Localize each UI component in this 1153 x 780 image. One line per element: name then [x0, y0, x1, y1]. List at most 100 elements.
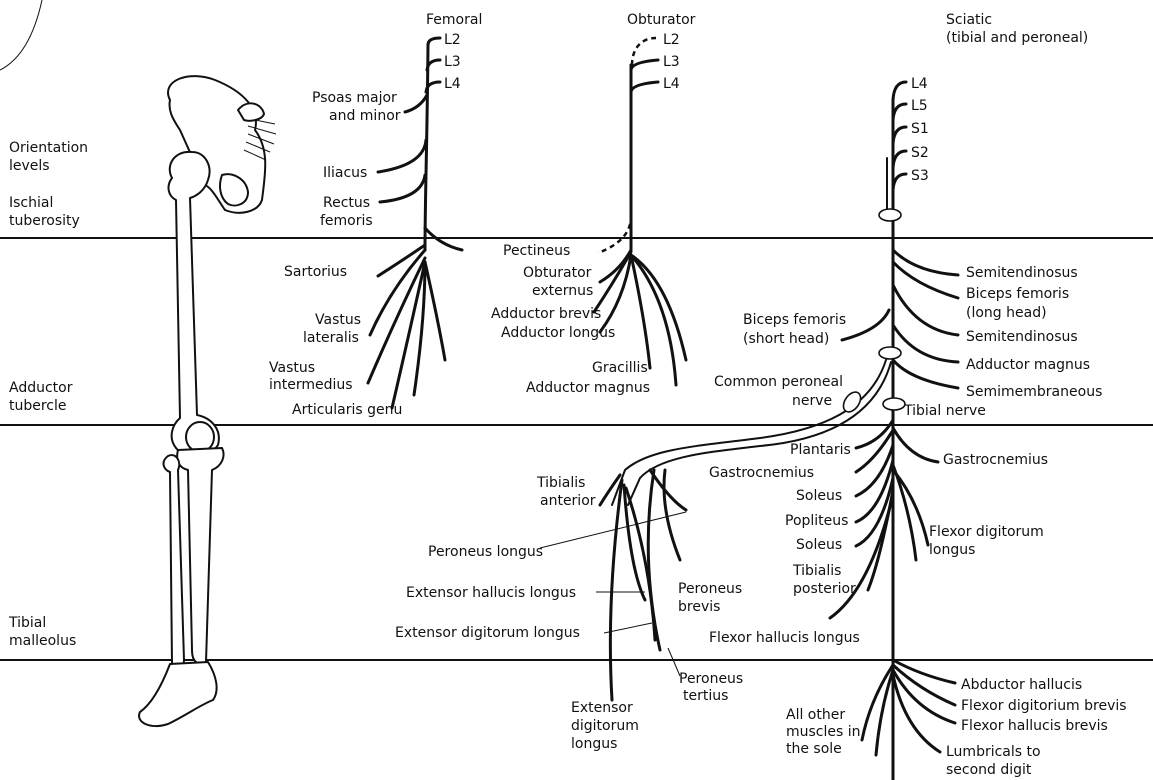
tibial-nerve-label: Tibial nerve [903, 403, 986, 419]
per-brevis-label-2: brevis [678, 599, 720, 615]
obturator-root-l4 [631, 82, 658, 92]
femoral-root-l4-label: L4 [444, 76, 461, 92]
label-ischial-2: tuberosity [9, 213, 80, 229]
tib-post-label-2: posterior [793, 581, 856, 597]
vastus-int-label-2: intermedius [269, 377, 353, 393]
pectineus-branch-dashed [598, 215, 631, 253]
fdb-label: Flexor digitorium brevis [961, 698, 1127, 714]
fdl-label-2: longus [929, 542, 975, 558]
edl-bottom-label-1: Extensor [571, 700, 633, 716]
tib-ant-label-1: Tibialis [536, 475, 585, 491]
tibial-nerve-ring [883, 398, 905, 410]
add-brevis-label: Adductor brevis [491, 306, 601, 322]
gastro-right-branch [893, 428, 938, 462]
tib-post-label-1: Tibialis [792, 563, 841, 579]
per-tertius-label-1: Peroneus [679, 671, 743, 687]
sciatic-root-l4 [893, 82, 906, 100]
femoral-branch-b [425, 262, 445, 360]
soleus1-branch [856, 445, 893, 496]
rectus-label-2: femoris [320, 213, 373, 229]
edl-label: Extensor digitorum longus [395, 625, 580, 641]
sciatic-root-s2 [893, 151, 906, 168]
vastus-int-label-1: Vastus [269, 360, 315, 376]
tib-ant-label-2: anterior [540, 493, 596, 509]
femoral-title: Femoral [426, 12, 482, 28]
corner-arc-decoration [0, 0, 42, 70]
semimem-label: Semimembraneous [966, 384, 1102, 400]
iliacus-label: Iliacus [323, 165, 367, 181]
label-ischial-1: Ischial [9, 195, 53, 211]
gracilis-label: Gracillis [592, 360, 648, 376]
sciatic-root-s3 [893, 174, 906, 190]
add-longus-label: Adductor longus [501, 325, 615, 341]
psoas-branch [405, 95, 427, 112]
fhl-label: Flexor hallucis longus [709, 630, 860, 646]
obt-ext-label-2: externus [532, 283, 593, 299]
label-orientation-2: levels [9, 158, 50, 174]
semimem-branch [893, 360, 958, 388]
sciatic-title-1: Sciatic [946, 12, 992, 28]
leg-skeleton-illustration [139, 76, 276, 726]
sole-branch-b [876, 670, 893, 755]
label-tibial-1: Tibial [8, 615, 46, 631]
label-orientation-1: Orientation [9, 140, 88, 156]
per-brevis-label-1: Peroneus [678, 581, 742, 597]
abd-hall-label: Abductor hallucis [961, 677, 1082, 693]
sole-label-2: muscles in [786, 724, 861, 740]
sciatic-root-s1-label: S1 [911, 121, 929, 137]
soleus1-label: Soleus [796, 488, 842, 504]
common-peroneal-label-2: nerve [792, 393, 832, 409]
sciatic-root-s3-label: S3 [911, 168, 929, 184]
biceps-long-label-2: (long head) [966, 305, 1047, 321]
pectineus-label: Pectineus [503, 243, 570, 259]
vastus-lat-label-1: Vastus [315, 312, 361, 328]
sciatic-root-l5-label: L5 [911, 98, 928, 114]
femoral-root-l3-label: L3 [444, 54, 461, 70]
sciatic-nerve [612, 82, 958, 780]
semitend2-label: Semitendinosus [966, 329, 1078, 345]
edl-long-branch [610, 480, 622, 700]
sciatic-root-l4-label: L4 [911, 76, 928, 92]
label-adductor-1: Adductor [9, 380, 73, 396]
add-magnus-obt-label: Adductor magnus [526, 380, 650, 396]
common-peroneal-label-1: Common peroneal [714, 374, 843, 390]
biceps-short-branch [842, 310, 889, 340]
sciatic-root-s1 [893, 127, 906, 144]
lumbricals-label-2: second digit [946, 762, 1032, 778]
obturator-title: Obturator [627, 12, 696, 28]
biceps-long-label-1: Biceps femoris [966, 286, 1069, 302]
gastro-left-branch [856, 430, 893, 472]
fhb-branch [893, 670, 955, 723]
soleus2-label: Soleus [796, 537, 842, 553]
gracilis-branch [631, 255, 650, 368]
ehl-label: Extensor hallucis longus [406, 585, 576, 601]
biceps-long-branch [893, 262, 958, 298]
add-magnus-sciatic-branch [893, 325, 958, 362]
label-tibial-2: malleolus [9, 633, 76, 649]
semitend1-label: Semitendinosus [966, 265, 1078, 281]
sciatic-root-l5 [893, 104, 906, 120]
sartorius-label: Sartorius [284, 264, 347, 280]
psoas-label-2: and minor [329, 108, 401, 124]
biceps-short-label-2: (short head) [743, 331, 829, 347]
obturator-root-l3 [631, 60, 658, 70]
biceps-short-label-1: Biceps femoris [743, 312, 846, 328]
fdl-branch [893, 465, 916, 560]
obt-ext-label-1: Obturator [523, 265, 592, 281]
per-longus-label: Peroneus longus [428, 544, 543, 560]
label-adductor-2: tubercle [9, 398, 67, 414]
gastro-left-label: Gastrocnemius [709, 465, 814, 481]
per-tertius-label-2: tertius [683, 688, 728, 704]
fhb-label: Flexor hallucis brevis [961, 718, 1108, 734]
add-magnus-sciatic-label: Adductor magnus [966, 357, 1090, 373]
per-longus-branch [650, 470, 686, 510]
rectus-label-1: Rectus [323, 195, 370, 211]
rectus-branch [380, 175, 425, 202]
femur-bone [169, 152, 219, 456]
obturator-extra-branch [631, 255, 686, 360]
psoas-label-1: Psoas major [312, 90, 397, 106]
obturator-root-l3-label: L3 [663, 54, 680, 70]
vastus-lat-label-2: lateralis [303, 330, 359, 346]
